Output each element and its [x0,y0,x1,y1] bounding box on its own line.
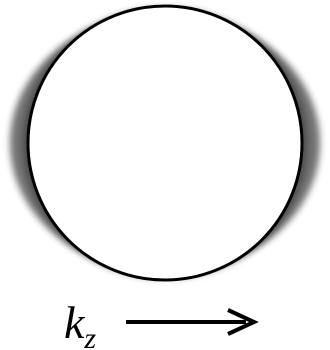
axis-label-kz: kz [64,297,96,350]
kz-arrow [126,308,259,336]
axis-label-main: k [64,297,86,348]
main-circle [26,4,304,282]
axis-label-subscript: z [83,322,96,350]
